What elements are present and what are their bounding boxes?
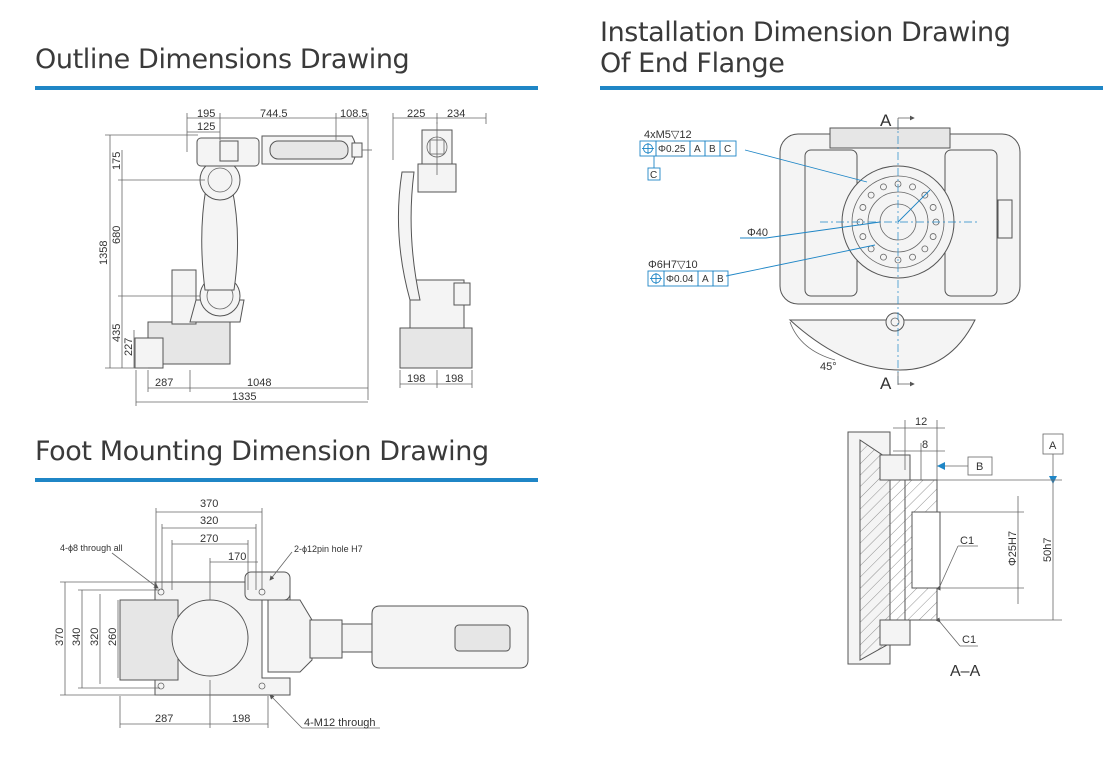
outline-heading: Outline Dimensions Drawing — [35, 44, 410, 75]
outline-heading-rule — [35, 86, 538, 90]
foot-dim-320h: 320 — [89, 628, 101, 646]
dim-1335: 1335 — [232, 391, 256, 403]
callout1-ref-c: C — [724, 144, 731, 155]
callout2-title: Φ6H7▽10 — [648, 259, 698, 271]
datum-b: B — [976, 461, 983, 473]
dim-125: 125 — [197, 121, 215, 133]
section-bore — [911, 511, 941, 589]
phi40-label: Φ40 — [747, 227, 768, 239]
dim-234: 234 — [447, 108, 465, 120]
foot-dim-340h: 340 — [71, 628, 83, 646]
foot-dim-198: 198 — [232, 713, 250, 725]
section-c1-bottom: C1 — [962, 634, 976, 646]
section-aa-label: A–A — [950, 663, 981, 680]
datum-a: A — [1049, 440, 1057, 452]
j1-motor-top — [244, 571, 291, 601]
dim-1048: 1048 — [247, 377, 271, 389]
foot-dim-170w: 170 — [228, 551, 246, 563]
bolt-hole — [921, 191, 929, 199]
bolt-hole — [909, 253, 916, 261]
angle-45: 45° — [820, 361, 837, 373]
foot-note-holes: 4-ϕ8 through all — [60, 543, 123, 553]
foot-shoulder — [267, 599, 313, 673]
foot-heading: Foot Mounting Dimension Drawing — [35, 436, 489, 467]
bolt-hole — [867, 191, 875, 199]
bolt-hole — [921, 245, 929, 253]
dim-108-5: 108.5 — [340, 108, 368, 120]
foot-dim-260h: 260 — [107, 628, 119, 646]
bolt-hole — [894, 256, 902, 264]
foot-dim-270w: 270 — [200, 533, 218, 545]
callout1-title: 4xM5▽12 — [644, 129, 692, 141]
front-base — [399, 327, 473, 369]
foot-heading-rule — [35, 478, 538, 482]
bolt-hole — [929, 204, 937, 211]
bolt-hole — [880, 253, 887, 261]
callout2-frame: Φ0.04 A B — [647, 270, 729, 287]
dim-175: 175 — [111, 152, 123, 170]
callout2-ref-a: A — [702, 274, 709, 285]
bolt-hole — [880, 183, 887, 191]
callout1-tol: Φ0.25 — [658, 144, 686, 155]
foot-note-m12: 4-M12 through — [304, 717, 376, 729]
section-dim-12: 12 — [915, 416, 927, 428]
install-heading-line2: Of End Flange — [600, 48, 785, 79]
dim-227: 227 — [123, 338, 135, 356]
section-dim-phi25h7: Φ25H7 — [1007, 531, 1019, 566]
dim-435: 435 — [111, 324, 123, 342]
callout1-ref-a: A — [694, 144, 701, 155]
section-mark-bottom: A — [880, 374, 892, 393]
flange-view: A A 45° 4xM5▽12 Φ0.25 A B C C Φ40 Φ6H7▽1… — [639, 111, 1021, 393]
wrist — [351, 142, 363, 158]
dim-198-left: 198 — [407, 373, 425, 385]
section-dim-8: 8 — [922, 439, 928, 451]
install-heading-rule — [600, 86, 1103, 90]
foot-turntable — [171, 599, 249, 677]
dim-1358: 1358 — [98, 241, 110, 265]
dim-680: 680 — [111, 226, 123, 244]
callout1-frame: Φ0.25 A B C — [639, 140, 737, 157]
dim-744-5: 744.5 — [260, 108, 288, 120]
foot-note-pin: 2-ϕ12pin hole H7 — [294, 544, 363, 554]
section-mark-top: A — [880, 111, 892, 130]
dim-225: 225 — [407, 108, 425, 120]
foot-gear — [309, 619, 343, 659]
bolt-hole — [909, 183, 916, 191]
bolt-hole — [859, 204, 867, 211]
foot-mounting-view: 370 320 270 170 370 340 320 260 287 198 — [54, 498, 529, 729]
front-lower-arm — [397, 171, 421, 301]
base-connector — [134, 337, 164, 369]
flange-lower-housing — [788, 319, 976, 371]
upper-arm-motor — [219, 140, 239, 162]
dim-287: 287 — [155, 377, 173, 389]
foot-forearm-view — [371, 605, 529, 669]
datum-c: C — [650, 170, 657, 181]
section-dim-50h7: 50h7 — [1042, 538, 1054, 562]
lower-arm — [201, 187, 239, 291]
section-aa-view: 12 8 B A 50h7 Φ25H7 C1 C1 A–A — [847, 416, 1064, 680]
callout2-tol: Φ0.04 — [666, 274, 694, 285]
install-heading-line1: Installation Dimension Drawing — [600, 17, 1011, 48]
outline-side-view: 195 744.5 108.5 125 1358 175 680 435 227… — [98, 108, 372, 406]
foot-dim-370h: 370 — [54, 628, 66, 646]
foot-dim-287: 287 — [155, 713, 173, 725]
foot-dim-370w: 370 — [200, 498, 218, 510]
bolt-hole — [929, 233, 937, 240]
foot-dim-320w: 320 — [200, 515, 218, 527]
section-c1-top: C1 — [960, 535, 974, 547]
callout2-ref-b: B — [717, 274, 724, 285]
dim-195: 195 — [197, 108, 215, 120]
callout1-ref-b: B — [709, 144, 716, 155]
bolt-hole — [859, 233, 867, 240]
foot-connector-block — [119, 599, 179, 681]
dim-198-right: 198 — [445, 373, 463, 385]
outline-front-view: 225 234 198 198 — [392, 108, 487, 388]
